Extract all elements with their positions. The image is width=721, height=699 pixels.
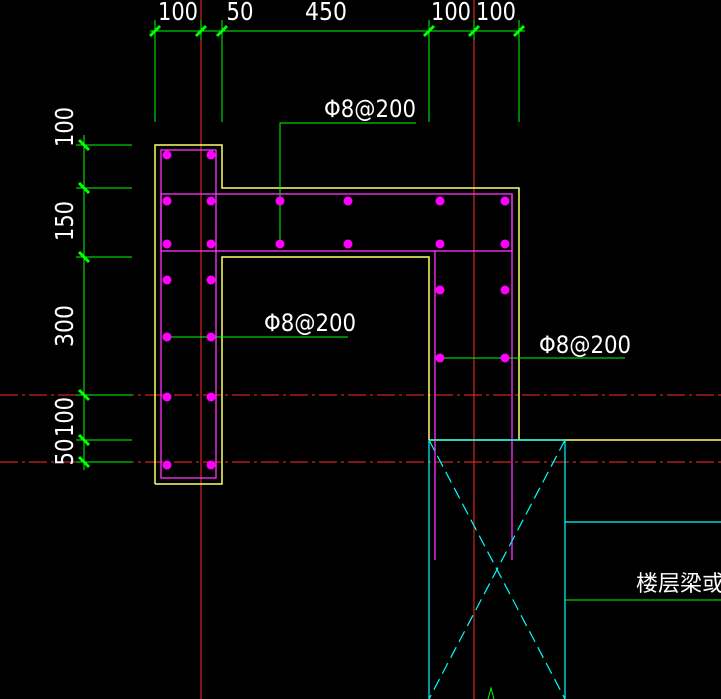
wall-outline-inner: [155, 256, 430, 485]
rebar-dot: [206, 460, 216, 470]
left-dimension-label: 300: [50, 305, 79, 347]
rebar-dot: [206, 275, 216, 285]
left-dimension-label: 100: [50, 107, 79, 147]
rebar-dot: [206, 150, 216, 160]
dimension-tick: [77, 181, 91, 195]
left-dimension-label: 50: [50, 439, 79, 466]
left-dimension-labels: 100 150 300 100 50: [50, 107, 79, 466]
rebar-dot: [435, 196, 445, 206]
dimension-tick: [215, 24, 229, 38]
rebar-dot: [206, 392, 216, 402]
dimension-tick: [512, 24, 526, 38]
rebar-label-top: Φ8@200: [324, 95, 416, 123]
top-dimension-label: 50: [227, 0, 254, 26]
rebar-labels: Φ8@200 Φ8@200 Φ8@200: [264, 95, 631, 359]
stirrup-left-column: [160, 149, 217, 479]
dimension-tick: [467, 24, 481, 38]
dimension-tick: [194, 24, 208, 38]
rebar-label-right: Φ8@200: [539, 331, 631, 359]
rebar-dot: [343, 239, 353, 249]
top-dimension-chain: [148, 20, 526, 122]
rebar-dot: [500, 239, 510, 249]
rebar-dot: [162, 332, 172, 342]
rebar-dot: [500, 353, 510, 363]
rebar-dots: [162, 150, 510, 470]
dimension-tick: [148, 24, 162, 38]
rebar-dot: [206, 196, 216, 206]
rebar-dot: [206, 332, 216, 342]
rebar-dot: [162, 196, 172, 206]
stirrups: [160, 149, 513, 560]
left-dimension-chain: [76, 135, 132, 470]
dimension-tick: [77, 455, 91, 469]
rebar-dot: [275, 196, 285, 206]
rebar-dot: [435, 285, 445, 295]
rebar-dot: [162, 460, 172, 470]
left-dimension-label: 100: [50, 397, 79, 437]
left-dimension-label: 150: [50, 201, 79, 241]
dimension-tick: [77, 433, 91, 447]
rebar-dot: [162, 392, 172, 402]
top-dimension-labels: 100 50 450 100 100: [158, 0, 516, 26]
top-dimension-label: 100: [476, 0, 516, 26]
rebar-dot: [206, 239, 216, 249]
rebar-dot: [435, 353, 445, 363]
wall-outline-outer: [154, 144, 520, 484]
column-below: [428, 439, 721, 699]
top-dimension-label: 450: [305, 0, 347, 26]
rebar-dot: [500, 196, 510, 206]
dimension-tick: [77, 138, 91, 152]
rebar-dot: [275, 239, 285, 249]
rebar-dot: [500, 285, 510, 295]
rebar-dot: [162, 150, 172, 160]
dimension-tick: [422, 24, 436, 38]
rebar-dot: [162, 239, 172, 249]
small-mark: [487, 686, 495, 699]
rebar-label-middle: Φ8@200: [264, 309, 356, 337]
beam-label: 楼层梁或板: [636, 572, 721, 597]
column-cross-line: [428, 439, 566, 699]
dimension-tick: [77, 388, 91, 402]
top-dimension-label: 100: [431, 0, 471, 26]
top-dimension-label: 100: [158, 0, 198, 26]
rebar-dot: [343, 196, 353, 206]
rebar-dot: [162, 275, 172, 285]
dimension-tick: [77, 250, 91, 264]
rebar-dot: [435, 239, 445, 249]
